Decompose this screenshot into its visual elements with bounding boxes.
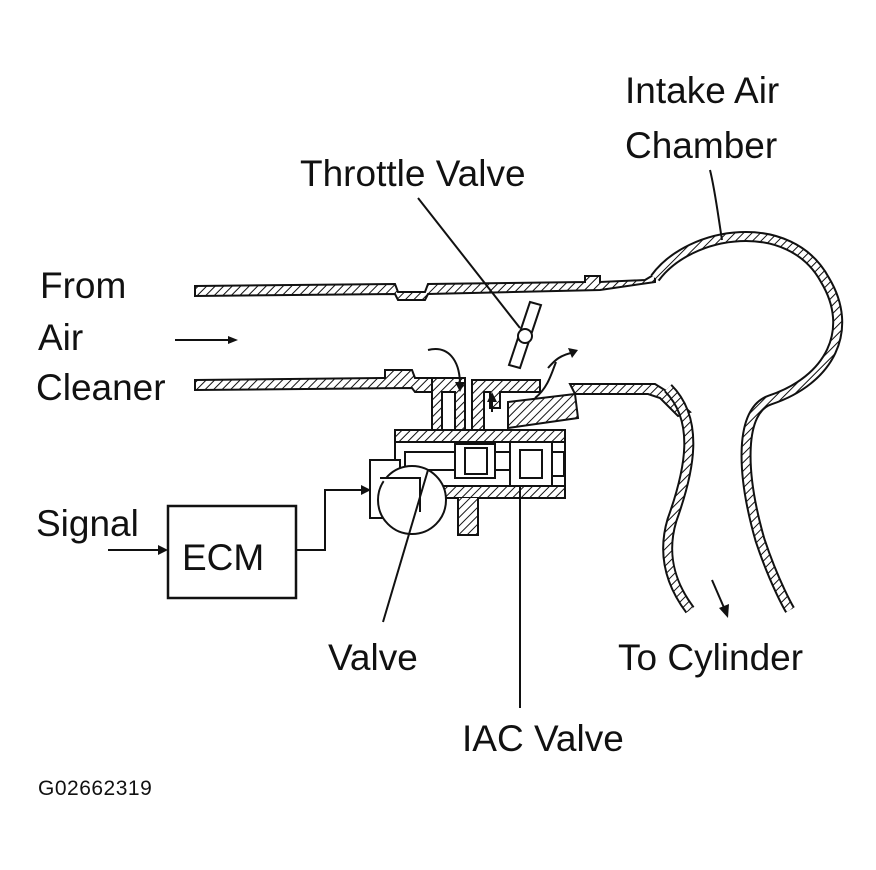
to-cylinder-arrow-icon: [719, 604, 729, 618]
intake-air-chamber: [650, 231, 844, 614]
throttle-valve-leader: [417, 197, 521, 329]
signal-arrow-icon: [158, 545, 168, 555]
airflow-arrow-icon: [228, 336, 238, 344]
from-air-cleaner-label-1: From: [40, 265, 126, 306]
iac-motor-housing: [369, 459, 447, 535]
to-cylinder-arrow: [711, 579, 729, 618]
figure-id: G02662319: [38, 777, 152, 800]
leader-lines: [382, 169, 723, 708]
ecm-box: ECM: [166, 504, 298, 600]
from-air-cleaner-label-2: Air: [38, 317, 83, 358]
intake-air-chamber-label-2: Chamber: [625, 125, 777, 166]
signal-label: Signal: [36, 503, 139, 544]
from-air-cleaner-label-3: Cleaner: [36, 367, 166, 408]
to-cylinder-label: To Cylinder: [618, 637, 803, 678]
bypass-passage-block: [431, 377, 580, 433]
ecm-output-arrow-icon: [361, 485, 371, 495]
intake-duct-lower-wall: [194, 369, 692, 418]
arrowheads: [158, 336, 371, 555]
throttle-valve-plate: [507, 300, 543, 370]
intake-duct-upper-wall: [194, 272, 656, 301]
ecm-label: ECM: [182, 537, 264, 578]
bypass-flow-arrowheads: [455, 348, 578, 402]
valve-leader: [382, 469, 429, 623]
iac-valve-label: IAC Valve: [462, 718, 624, 759]
intake-air-chamber-label-1: Intake Air: [625, 70, 779, 111]
throttle-valve-label: Throttle Valve: [300, 153, 526, 194]
signal-wiring: [108, 489, 365, 551]
intake-chamber-leader: [709, 169, 723, 241]
valve-label: Valve: [328, 637, 418, 678]
